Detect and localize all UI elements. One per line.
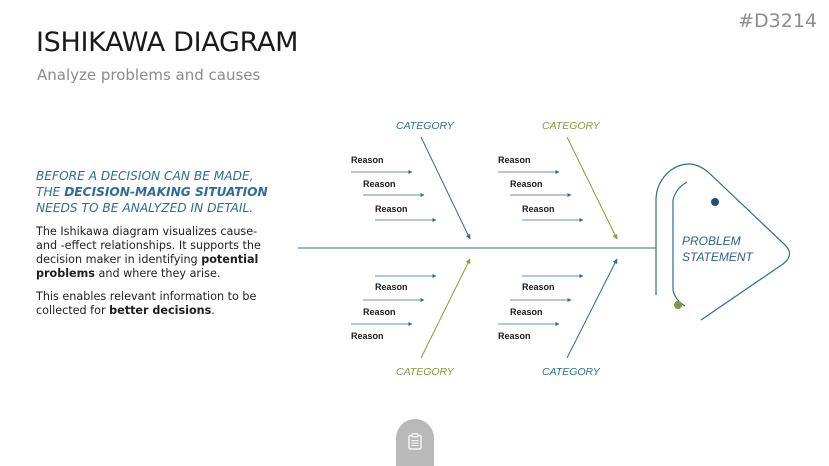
category-label-bottom-right: CATEGORY — [542, 366, 601, 378]
reason-label-bl-3: Reason — [351, 331, 384, 341]
fish-head: PROBLEM STATEMENT — [655, 163, 791, 321]
headline-line-2-pre: THE — [36, 185, 65, 199]
bone-arrow-bottom-right — [566, 258, 618, 359]
page-title: ISHIKAWA DIAGRAM — [36, 27, 299, 58]
para2-tail: . — [211, 304, 215, 317]
bone-arrow-top-right — [566, 136, 618, 240]
reason-label-br-3: Reason — [498, 331, 531, 341]
headline-line-1: BEFORE A DECISION CAN BE MADE, — [36, 169, 254, 183]
para1-text: The Ishikawa diagram visualizes cause- a… — [36, 225, 261, 266]
head-dot-dark — [711, 198, 719, 206]
reason-label-bl-1: Reason — [375, 282, 408, 292]
para2-text: This enables relevant information to be … — [36, 290, 257, 317]
reason-label-bl-2: Reason — [363, 307, 396, 317]
reason-label-tr-2: Reason — [510, 179, 543, 189]
headline-line-3: NEEDS TO BE ANALYZED IN DETAIL. — [36, 201, 254, 215]
para1-tail: and where they arise. — [94, 267, 221, 280]
reason-label-tl-1: Reason — [351, 155, 384, 165]
category-label-top-left: CATEGORY — [396, 120, 455, 132]
bone-top-right: CATEGORY Reason Reason Reason — [498, 120, 618, 240]
bone-arrow-bottom-left — [420, 258, 471, 359]
clipboard-icon — [408, 433, 422, 450]
intro-headline: BEFORE A DECISION CAN BE MADE, THE DECIS… — [36, 168, 271, 216]
slide-code: #D3214 — [738, 10, 817, 32]
reason-label-tr-1: Reason — [498, 155, 531, 165]
reason-label-tl-2: Reason — [363, 179, 396, 189]
reason-label-tl-3: Reason — [375, 204, 408, 214]
bone-top-left: CATEGORY Reason Reason Reason — [351, 120, 471, 240]
intro-paragraph-2: This enables relevant information to be … — [36, 290, 271, 318]
reason-label-tr-3: Reason — [522, 204, 555, 214]
intro-block: BEFORE A DECISION CAN BE MADE, THE DECIS… — [36, 168, 271, 318]
para1-bold: potential problems — [36, 253, 259, 280]
reason-label-br-2: Reason — [510, 307, 543, 317]
headline-line-2: THE DECISION-MAKING SITUATION — [36, 184, 271, 200]
reason-label-br-1: Reason — [522, 282, 555, 292]
bone-arrow-top-left — [420, 136, 471, 240]
headline-line-2-bold: DECISION-MAKING SITUATION — [64, 185, 268, 199]
fish-head-outer-arc — [655, 163, 791, 321]
intro-paragraph-1: The Ishikawa diagram visualizes cause- a… — [36, 225, 271, 281]
category-label-bottom-left: CATEGORY — [396, 366, 455, 378]
notes-tab[interactable] — [396, 419, 434, 466]
problem-line-1: PROBLEM — [682, 234, 741, 248]
problem-line-2: STATEMENT — [682, 250, 755, 264]
page-subtitle: Analyze problems and causes — [37, 66, 261, 84]
bone-bottom-right: CATEGORY Reason Reason Reason — [498, 258, 618, 378]
head-dot-green — [674, 301, 682, 309]
category-label-top-right: CATEGORY — [542, 120, 601, 132]
bone-bottom-left: CATEGORY Reason Reason Reason — [351, 258, 471, 378]
para2-bold: better decisions — [109, 304, 212, 317]
